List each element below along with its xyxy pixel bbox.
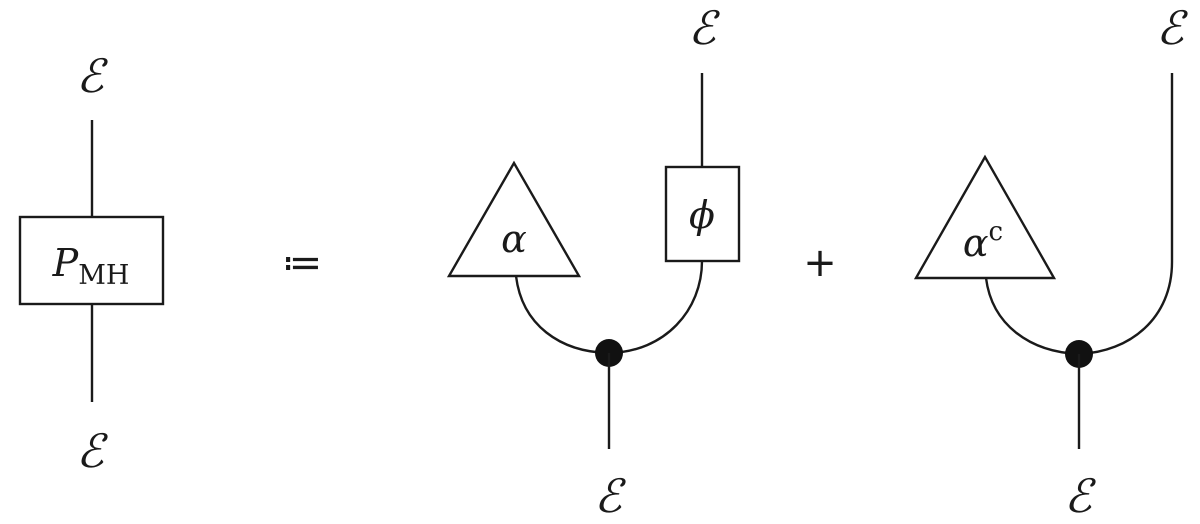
lhs-input-label: ℰ [76, 424, 108, 478]
term2-alpha-superscript: c [989, 217, 1004, 247]
term1-right-arc [608, 260, 704, 355]
term1-alpha-label: α [501, 217, 527, 261]
term2-output-label: ℰ [1156, 1, 1188, 55]
term1-left-arc [514, 275, 610, 355]
term1-phi-label: ϕ [689, 193, 715, 237]
term1-diagram: α ℰ ϕ ℰ [446, 1, 741, 523]
term1-output-label: ℰ [688, 1, 720, 55]
term1-input-label: ℰ [594, 469, 626, 523]
term1-phi-box [664, 165, 741, 263]
term1-alpha-triangle [446, 160, 582, 278]
term2-diagram: αc ℰ ℰ [913, 1, 1188, 523]
term2-input-label: ℰ [1064, 469, 1096, 523]
lhs-box-symbol: P [52, 241, 80, 285]
term2-alpha-complement-triangle [913, 154, 1057, 280]
lhs-output-label: ℰ [76, 49, 108, 103]
term2-left-arc [984, 277, 1080, 356]
term2-alpha-complement-label: αc [963, 217, 1003, 265]
lhs-box-label: PMH [52, 241, 130, 291]
lhs-process: ℰ PMH ℰ [18, 49, 165, 478]
lhs-box-subscript: MH [78, 260, 129, 291]
term2-identity-wire [1078, 73, 1174, 356]
term2-alpha-symbol: α [963, 221, 989, 265]
definition-symbol: ≔ [282, 240, 322, 286]
plus-symbol: + [803, 240, 837, 286]
